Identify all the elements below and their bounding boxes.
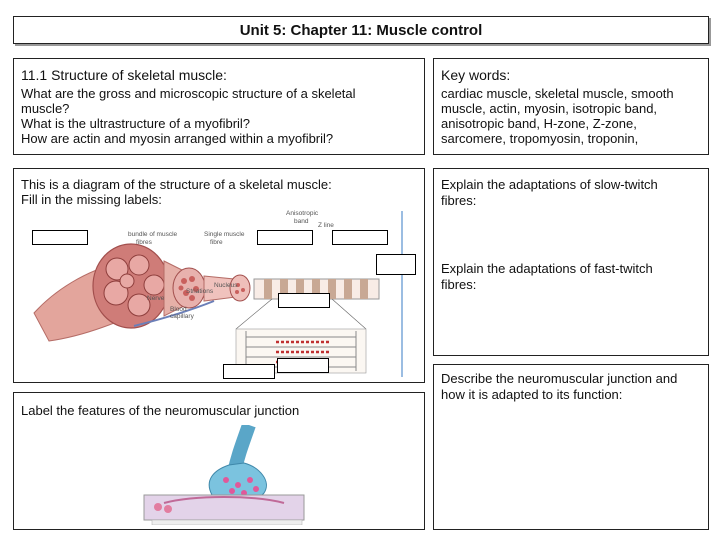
label-striations: Striations: [186, 288, 214, 295]
describe-line-2: how it is adapted to its function:: [441, 387, 623, 402]
nmj-instruction: Label the features of the neuromuscular …: [21, 403, 300, 418]
keywords-line-4: sarcomere, tropomyosin, troponin,: [441, 131, 639, 146]
structure-question-3: What is the ultrastructure of a myofibri…: [21, 116, 251, 131]
structure-question-box: 11.1 Structure of skeletal muscle: What …: [13, 58, 425, 155]
skeletal-muscle-diagram: bundle of muscle fibres Single muscle fi…: [33, 210, 403, 377]
page-title-text: Unit 5: Chapter 11: Muscle control: [239, 21, 483, 39]
describe-line-1: Describe the neuromuscular junction and: [441, 371, 678, 386]
label-anisotropic-2: band: [294, 218, 309, 225]
nmj-box: Label the features of the neuromuscular …: [13, 392, 425, 530]
structure-question-2: muscle?: [21, 101, 70, 116]
label-blood: Blood: [170, 306, 187, 313]
keywords-line-3: anisotropic band, H-zone, Z-zone,: [441, 116, 637, 131]
label-nerve: Nerve: [147, 295, 165, 302]
structure-heading: 11.1 Structure of skeletal muscle:: [21, 67, 227, 83]
diagram-instruction-2: Fill in the missing labels:: [21, 192, 162, 207]
keywords-heading: Key words:: [441, 67, 511, 83]
blank-label-box[interactable]: [277, 358, 329, 373]
label-single-fibre: Single muscle: [204, 231, 245, 238]
blank-label-box[interactable]: [376, 254, 416, 275]
label-bundle: bundle of muscle: [128, 231, 178, 238]
blank-label-box[interactable]: [32, 230, 88, 245]
describe-nmj-box: Describe the neuromuscular junction and …: [433, 364, 709, 530]
blank-label-box[interactable]: [278, 293, 330, 308]
neuromuscular-junction-diagram: [143, 425, 305, 525]
twitch-fibres-box: Explain the adaptations of slow-twitch f…: [433, 168, 709, 356]
structure-question-4: How are actin and myosin arranged within…: [21, 131, 334, 146]
diagram-instruction-1: This is a diagram of the structure of a …: [21, 177, 332, 192]
muscle-diagram-box: This is a diagram of the structure of a …: [13, 168, 425, 383]
label-nucleus: Nucleus: [214, 282, 238, 289]
fast-twitch-line-1: Explain the adaptations of fast-twitch: [441, 261, 653, 276]
keywords-line-2: muscle, actin, myosin, isotropic band,: [441, 101, 658, 116]
keywords-line-1: cardiac muscle, skeletal muscle, smooth: [441, 86, 674, 101]
blank-label-box[interactable]: [332, 230, 388, 245]
page-title: Unit 5: Chapter 11: Muscle control: [13, 16, 709, 44]
slow-twitch-line-2: fibres:: [441, 193, 477, 208]
structure-question-1: What are the gross and microscopic struc…: [21, 86, 356, 101]
blank-label-box[interactable]: [223, 364, 275, 379]
slow-twitch-line-1: Explain the adaptations of slow-twitch: [441, 177, 658, 192]
keywords-box: Key words: cardiac muscle, skeletal musc…: [433, 58, 709, 155]
label-bundle-2: fibres: [136, 239, 153, 246]
label-single-fibre-2: fibre: [210, 239, 223, 246]
label-blood-2: capillary: [170, 313, 195, 320]
label-anisotropic: Anisotropic: [286, 210, 319, 217]
label-z-line: Z line: [318, 222, 334, 229]
fast-twitch-line-2: fibres:: [441, 277, 477, 292]
blank-label-box[interactable]: [257, 230, 313, 245]
